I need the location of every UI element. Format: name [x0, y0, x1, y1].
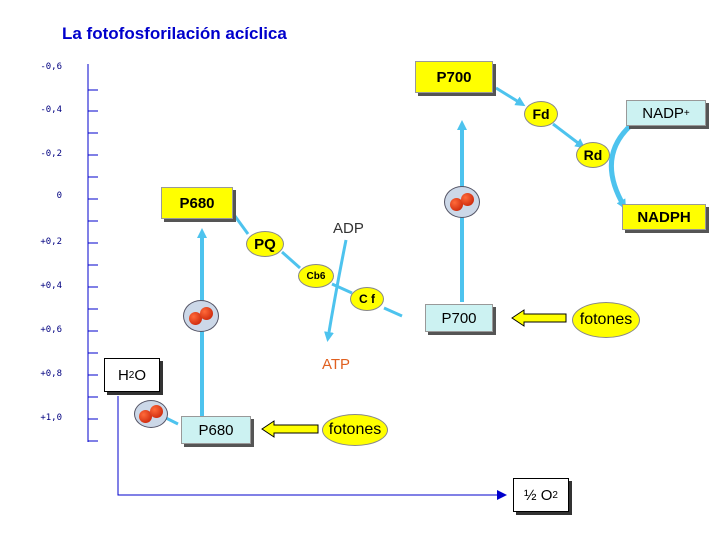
water-oxygen-axis: [117, 396, 507, 500]
energy-scale-axis: [87, 64, 98, 442]
adp-label: ADP: [333, 220, 364, 237]
arrow-p680-pq: [230, 211, 250, 235]
scale-label-pos-0-2: +0,2: [40, 237, 62, 247]
cb6-oval: Cb6: [298, 264, 334, 288]
water-o: O: [134, 366, 147, 384]
photons-oval-right: fotones: [572, 302, 640, 338]
scale-label-pos-0-6: +0,6: [40, 325, 62, 335]
scale-label-neg-0-6: -0,6: [40, 62, 62, 72]
page-title: La fotofosforilación acíclica: [62, 24, 287, 43]
arrow-p700-fd: [495, 86, 526, 107]
scale-label-neg-0-4: -0,4: [40, 105, 62, 115]
nadph-box: NADPH: [622, 204, 706, 230]
pq-oval: PQ: [246, 231, 284, 257]
scale-label-zero: 0: [56, 191, 62, 201]
p680-excited-box: P680: [161, 187, 233, 219]
arrow-pq-cb6: [281, 250, 301, 270]
oxygen-sub: 2: [552, 489, 558, 501]
p700-excited-box: P700: [415, 61, 493, 93]
arrow-nadp-nadph: [609, 124, 632, 210]
p680-ground-box: P680: [181, 416, 251, 444]
water-h: H: [117, 366, 129, 384]
scale-label-pos-0-4: +0,4: [40, 281, 62, 291]
adp-atp-arrow: [324, 239, 348, 342]
nadp-box: NADP+: [626, 100, 706, 126]
nadp-label: NADP: [642, 104, 684, 122]
electron-pair-icon: [444, 186, 480, 218]
atp-label: ATP: [322, 356, 351, 373]
photon-arrow-bottom: [261, 420, 319, 438]
scale-label-pos-1-0: +1,0: [40, 413, 62, 423]
nadp-superscript: +: [683, 107, 690, 119]
oxygen-label: ½ O: [524, 486, 553, 504]
cf-oval: C f: [350, 287, 384, 311]
electron-pair-icon: [134, 400, 168, 428]
p700-ground-box: P700: [425, 304, 493, 332]
arrow-cb6-cf: [331, 282, 353, 295]
scale-label-neg-0-2: -0,2: [40, 149, 62, 159]
water-sub: 2: [128, 369, 135, 381]
rd-oval: Rd: [576, 142, 610, 168]
arrow-fd-rd: [552, 122, 586, 149]
scale-label-pos-0-8: +0,8: [40, 369, 62, 379]
arrow-cf-p700: [383, 306, 403, 318]
fd-oval: Fd: [524, 101, 558, 127]
photons-oval-bottom: fotones: [322, 414, 388, 446]
electron-pair-icon: [183, 300, 219, 332]
photon-arrow-right: [511, 309, 567, 327]
